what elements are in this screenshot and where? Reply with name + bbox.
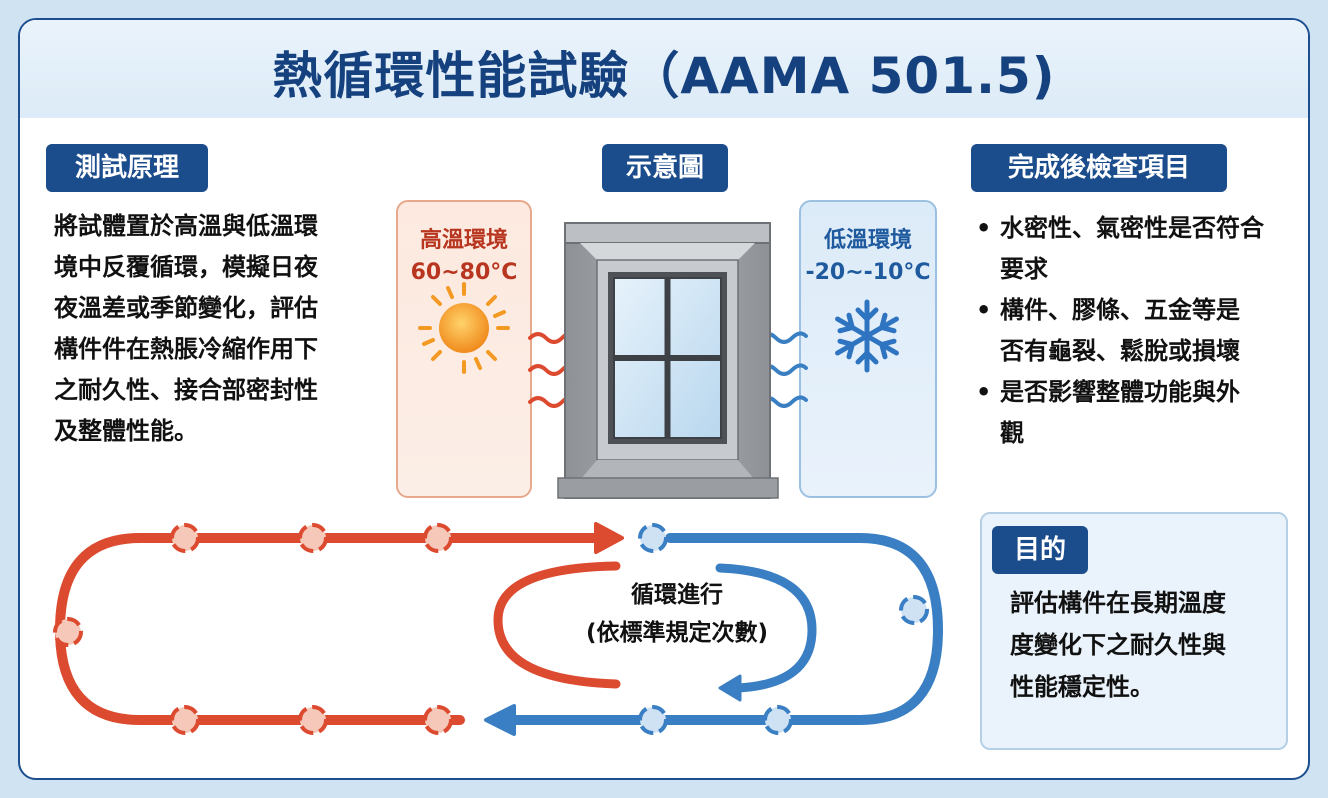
hot-temperature: 60~80°C bbox=[410, 260, 518, 285]
sun-icon bbox=[418, 282, 510, 374]
principle-heading: 測試原理 bbox=[46, 144, 208, 192]
window-icon bbox=[557, 222, 779, 499]
principle-line: 及整體性能。 bbox=[54, 417, 198, 445]
cold-temperature: -20~-10°C bbox=[805, 260, 931, 285]
checks-list: • 水密性、氣密性是否符合 要求 • 構件、膠條、五金等是 否有龜裂、鬆脫或損壞… bbox=[976, 208, 1306, 454]
rotation-markers bbox=[53, 523, 929, 735]
principle-line: 夜溫差或季節變化，評估 bbox=[54, 294, 318, 322]
purpose-text: 評估構件在長期溫度 度變化下之耐久性與 性能穩定性。 bbox=[1010, 582, 1280, 708]
check-line: 要求 bbox=[1000, 255, 1048, 283]
cold-label: 低溫環境 bbox=[823, 228, 912, 253]
diagram-art bbox=[53, 222, 943, 736]
checks-heading: 完成後檢查項目 bbox=[971, 144, 1227, 192]
purpose-line: 性能穩定性。 bbox=[1010, 673, 1154, 701]
principle-line: 構件件在熱脹冷縮作用下 bbox=[54, 335, 318, 363]
purpose-box: 目的 評估構件在長期溫度 度變化下之耐久性與 性能穩定性。 bbox=[980, 512, 1288, 750]
purpose-line: 度變化下之耐久性與 bbox=[1010, 631, 1226, 659]
principle-text: 將試體置於高溫與低溫環 境中反覆循環，模擬日夜 夜溫差或季節變化，評估 構件件在… bbox=[54, 206, 364, 452]
check-line: 是否影響整體功能與外 bbox=[1000, 378, 1240, 406]
list-item: • 水密性、氣密性是否符合 要求 bbox=[976, 208, 1306, 290]
list-item: • 是否影響整體功能與外 觀 bbox=[976, 372, 1306, 454]
principle-line: 將試體置於高溫與低溫環 bbox=[54, 212, 318, 240]
header-band: 熱循環性能試驗（AAMA 501.5) bbox=[20, 20, 1308, 118]
check-line: 水密性、氣密性是否符合 bbox=[1000, 214, 1264, 242]
principle-line: 之耐久性、接合部密封性 bbox=[54, 376, 318, 404]
bullet-icon: • bbox=[976, 296, 992, 324]
list-item: • 構件、膠條、五金等是 否有龜裂、鬆脫或損壞 bbox=[976, 290, 1306, 372]
diagram-heading: 示意圖 bbox=[602, 144, 728, 192]
check-line: 觀 bbox=[1000, 419, 1024, 447]
snowflake-icon bbox=[835, 299, 899, 373]
check-line: 否有龜裂、鬆脫或損壞 bbox=[1000, 337, 1240, 365]
page-title: 熱循環性能試驗（AAMA 501.5) bbox=[272, 47, 1056, 105]
bullet-icon: • bbox=[976, 378, 992, 406]
bullet-icon: • bbox=[976, 214, 992, 242]
purpose-line: 評估構件在長期溫度 bbox=[1010, 589, 1226, 617]
cycle-line-2: (依標準規定次數) bbox=[585, 620, 769, 646]
infographic-card: 熱循環性能試驗（AAMA 501.5) 測試原理 示意圖 完成後檢查項目 將試體… bbox=[18, 18, 1310, 780]
cycle-label: 循環進行 (依標準規定次數) bbox=[546, 576, 808, 652]
purpose-heading: 目的 bbox=[992, 526, 1088, 574]
cycle-line-1: 循環進行 bbox=[631, 582, 723, 608]
principle-line: 境中反覆循環，模擬日夜 bbox=[54, 253, 318, 281]
check-line: 構件、膠條、五金等是 bbox=[1000, 296, 1240, 324]
hot-label: 高溫環境 bbox=[419, 228, 508, 253]
